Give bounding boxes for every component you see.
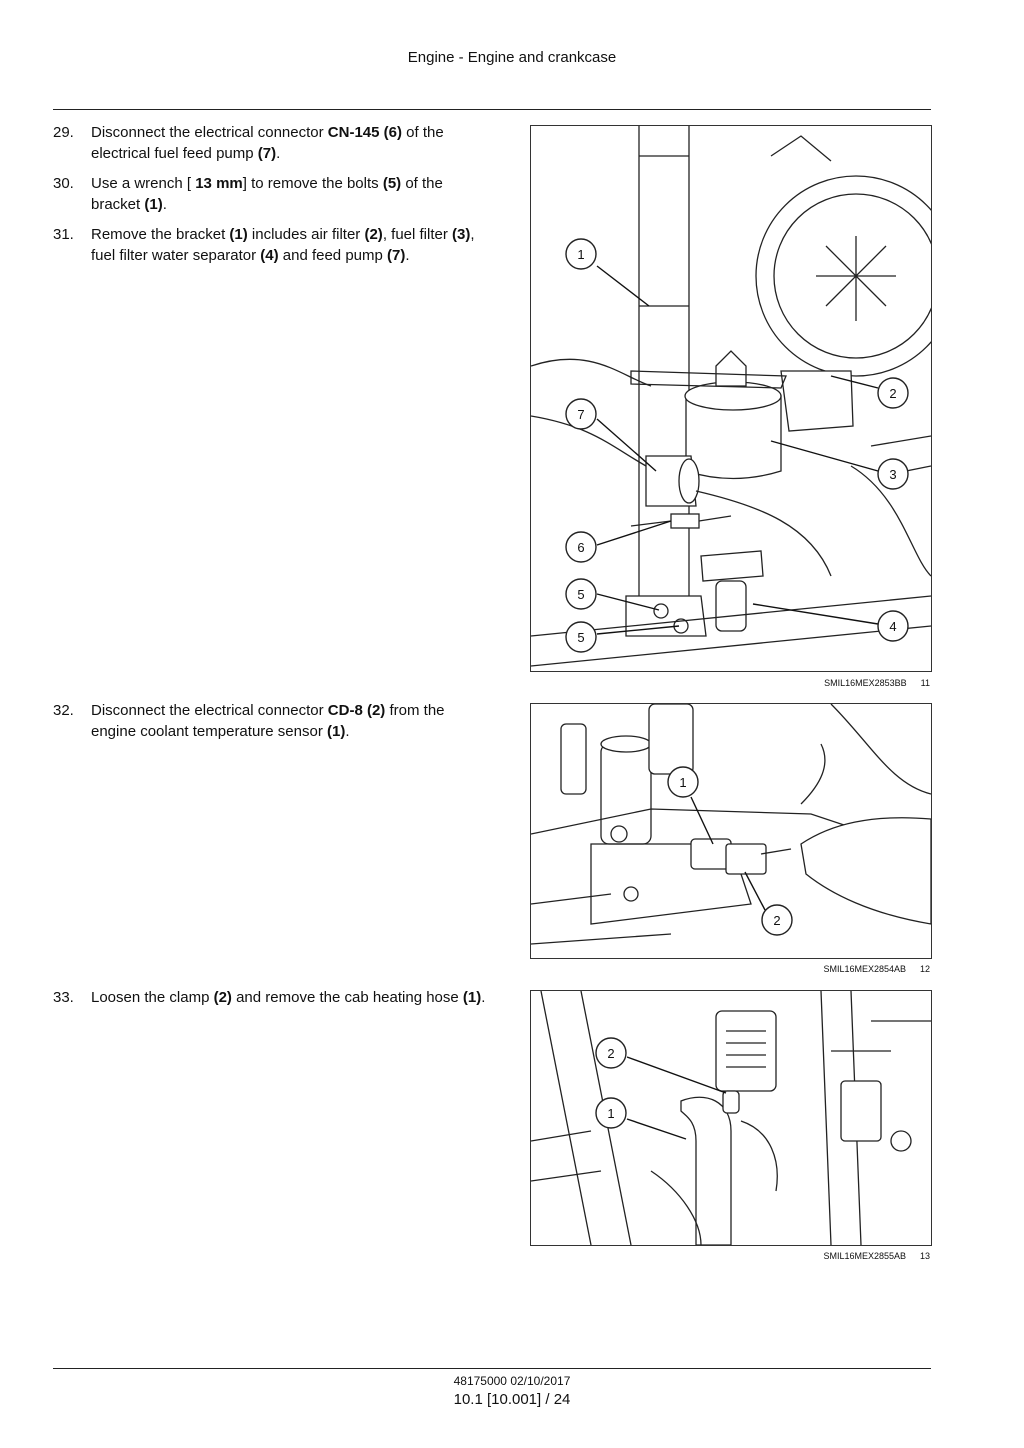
figure-code: SMIL16MEX2854AB	[823, 964, 906, 974]
callout-1: 1	[667, 766, 699, 798]
step-29: 29. Disconnect the electrical connector …	[53, 122, 493, 164]
header-rule	[53, 109, 931, 110]
figure-11-caption: SMIL16MEX2853BB 11	[530, 678, 930, 688]
figure-12-coolant-sensor: 1 2	[530, 703, 932, 959]
figure-12-caption: SMIL16MEX2854AB 12	[530, 964, 930, 974]
figure-12-illustration: 1 2	[531, 704, 931, 945]
figure-code: SMIL16MEX2853BB	[824, 678, 907, 688]
figure-number: 11	[920, 678, 930, 688]
svg-text:1: 1	[607, 1106, 614, 1121]
footer-page-number: 10.1 [10.001] / 24	[453, 1391, 571, 1408]
svg-text:2: 2	[889, 386, 896, 401]
step-number: 33.	[53, 989, 74, 1006]
callout-7: 7	[565, 398, 597, 430]
step-text: Disconnect the electrical connector CD-8…	[91, 702, 445, 740]
svg-text:4: 4	[889, 619, 896, 634]
callout-1: 1	[565, 238, 597, 270]
figure-13-caption: SMIL16MEX2855AB 13	[530, 1251, 930, 1261]
svg-text:7: 7	[577, 407, 584, 422]
step-text: Disconnect the electrical connector CN-1…	[91, 124, 444, 162]
step-30: 30. Use a wrench [ 13 mm] to remove the …	[53, 173, 493, 215]
step-number: 29.	[53, 124, 74, 141]
step-number: 30.	[53, 175, 74, 192]
figure-number: 13	[919, 1251, 930, 1261]
svg-text:5: 5	[577, 587, 584, 602]
figure-13-illustration: 2 1	[531, 991, 931, 1245]
callout-4: 4	[877, 610, 909, 642]
svg-text:3: 3	[889, 467, 896, 482]
footer-rule	[53, 1368, 931, 1369]
step-33: 33. Loosen the clamp (2) and remove the …	[53, 987, 493, 1008]
callout-1: 1	[595, 1097, 627, 1129]
footer-doc-id: 48175000 02/10/2017	[453, 1374, 571, 1388]
svg-text:2: 2	[773, 913, 780, 928]
step-text: Loosen the clamp (2) and remove the cab …	[91, 989, 486, 1006]
step-text: Use a wrench [ 13 mm] to remove the bolt…	[91, 175, 443, 213]
callout-2: 2	[877, 377, 909, 409]
svg-text:1: 1	[577, 247, 584, 262]
figure-13-cab-heating-hose: 2 1	[530, 990, 932, 1246]
callout-2: 2	[761, 904, 793, 936]
figure-11-illustration: 1 2 3 4 5 5 6 7	[531, 126, 931, 667]
callout-6: 6	[565, 531, 597, 563]
figure-11-fuel-filter-bracket: 1 2 3 4 5 5 6 7	[530, 125, 932, 672]
step-31: 31. Remove the bracket (1) includes air …	[53, 224, 493, 266]
svg-text:6: 6	[577, 540, 584, 555]
step-32: 32. Disconnect the electrical connector …	[53, 700, 493, 742]
page-header-title: Engine - Engine and crankcase	[407, 49, 617, 66]
step-number: 32.	[53, 702, 74, 719]
step-text: Remove the bracket (1) includes air filt…	[91, 226, 475, 264]
callout-5-lower: 5	[565, 621, 597, 653]
figure-code: SMIL16MEX2855AB	[823, 1251, 906, 1261]
svg-text:1: 1	[679, 775, 686, 790]
svg-text:5: 5	[577, 630, 584, 645]
step-number: 31.	[53, 226, 74, 243]
svg-text:2: 2	[607, 1046, 614, 1061]
figure-number: 12	[919, 964, 930, 974]
callout-2: 2	[595, 1037, 627, 1069]
callout-5-upper: 5	[565, 578, 597, 610]
callout-3: 3	[877, 458, 909, 490]
